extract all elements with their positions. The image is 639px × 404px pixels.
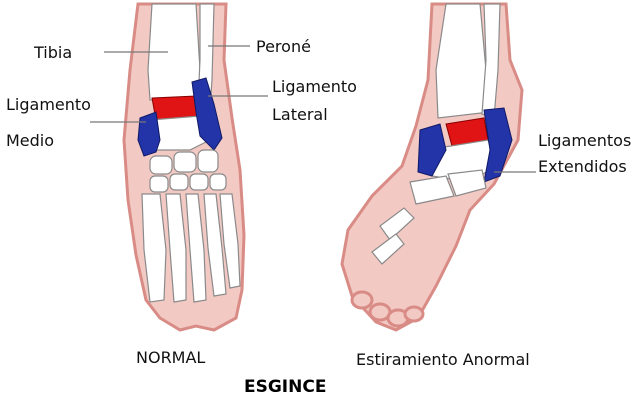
sprained-foot [342,4,522,330]
label-ligamento-lateral-line1: Ligamento [272,77,357,96]
caption-normal: NORMAL [136,348,205,367]
label-ligamento-medio-line1: Ligamento [6,95,91,114]
label-ligamento-medio-line2: Medio [6,131,54,150]
normal-tarsal-bones [150,150,226,192]
diagram-title: ESGINCE [244,377,326,397]
normal-foot [124,4,244,330]
label-ligamento-lateral-line2: Lateral [272,105,328,124]
label-ligamentos-extendidos-line1: Ligamentos [538,131,631,150]
sprained-tibia-bone [436,4,490,118]
caption-estiramiento-anormal: Estiramiento Anormal [356,350,530,369]
label-perone: Peroné [256,37,311,56]
label-tibia: Tibia [33,43,72,62]
label-ligamentos-extendidos-line2: Extendidos [538,157,627,176]
normal-medial-ligament [138,112,160,156]
